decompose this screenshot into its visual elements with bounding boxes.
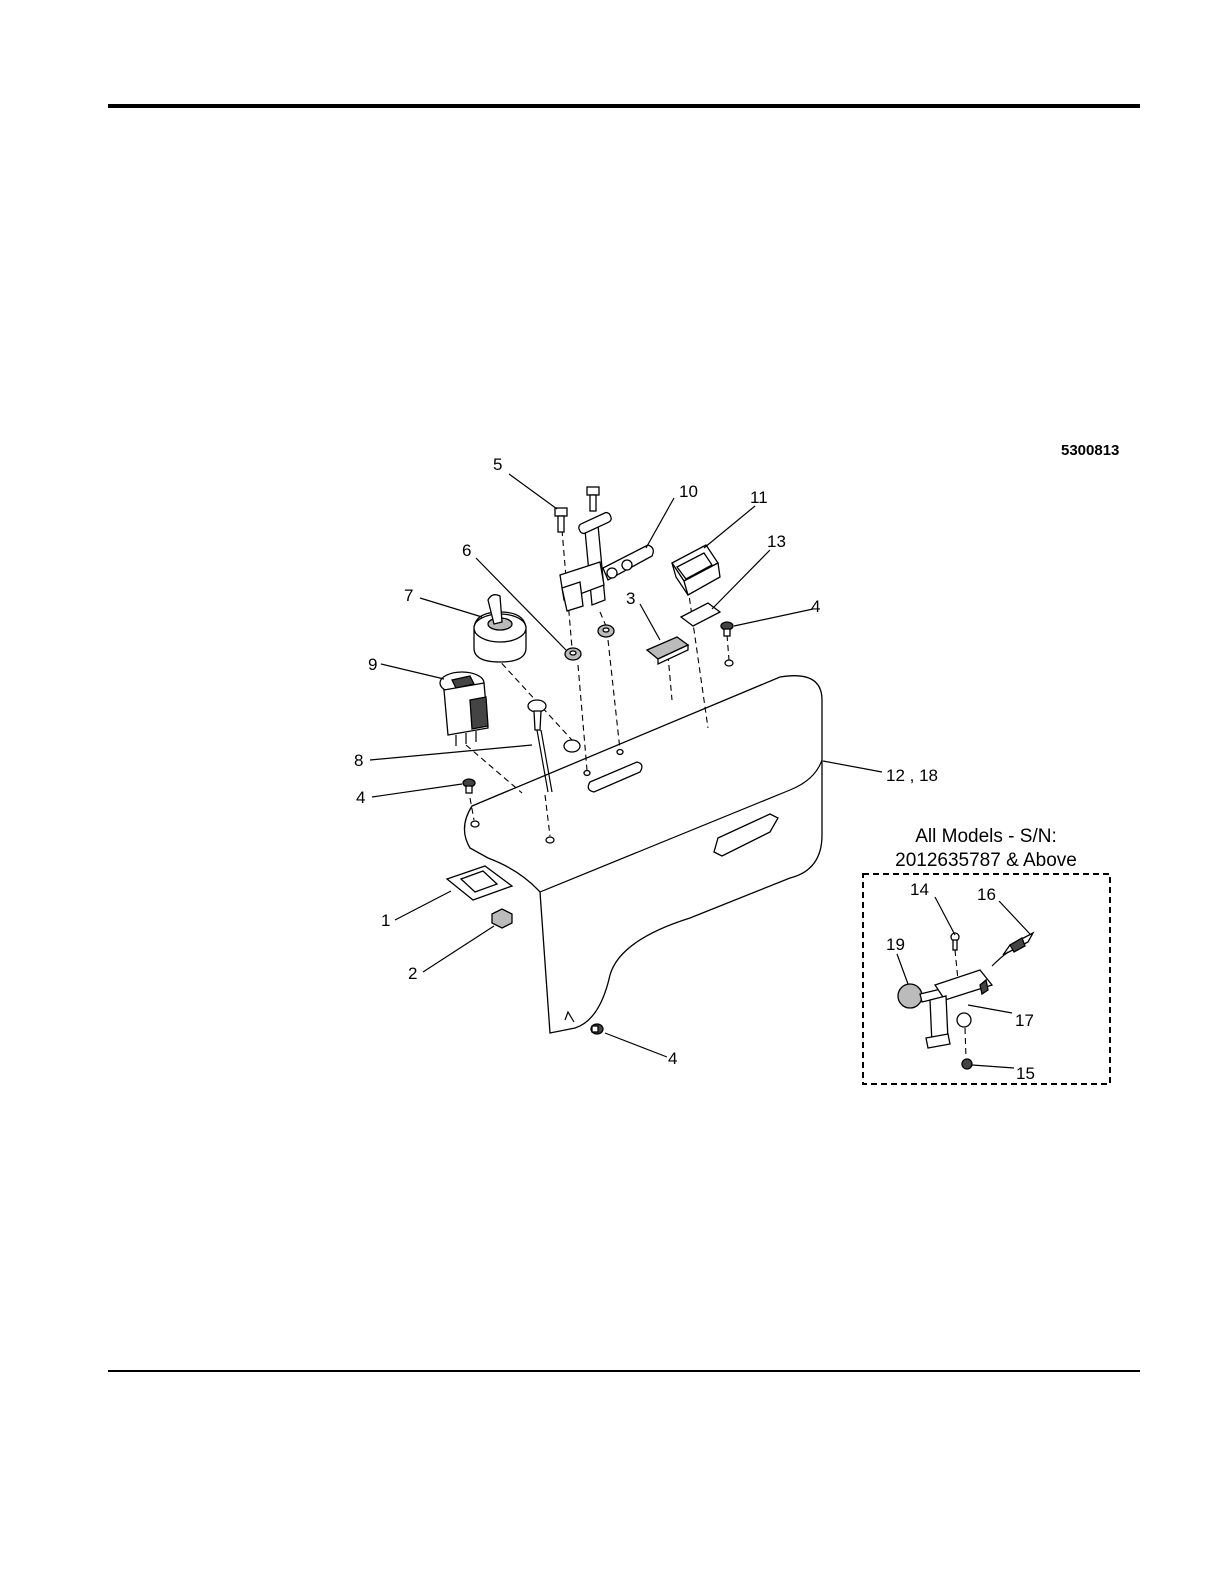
- nut-part-2: [492, 909, 512, 928]
- inset-panel: All Models - S/N: 2012635787 & Above 14: [863, 826, 1110, 1084]
- callout-15: 15: [1016, 1064, 1035, 1083]
- bezel-part-1: [447, 866, 512, 900]
- callout-8: 8: [354, 751, 363, 770]
- console-panel: [464, 660, 822, 1033]
- callout-6: 6: [462, 541, 471, 560]
- callout-13: 13: [767, 532, 786, 551]
- callout-16: 16: [977, 885, 996, 904]
- callout-9: 9: [368, 655, 377, 674]
- inset-throttle-assembly: [898, 933, 1033, 1069]
- ignition-switch-part-7: [474, 595, 526, 662]
- callout-17: 17: [1015, 1011, 1034, 1030]
- housing-part-11: [672, 545, 720, 595]
- callout-4-left: 4: [356, 788, 365, 807]
- callout-2: 2: [408, 964, 417, 983]
- inset-title-line-1: All Models - S/N:: [915, 826, 1056, 847]
- callout-1: 1: [381, 911, 390, 930]
- callout-3: 3: [626, 589, 635, 608]
- callout-4-top-right: 4: [811, 597, 820, 616]
- callout-11: 11: [750, 488, 768, 507]
- hole-key: [564, 740, 580, 752]
- callout-14: 14: [910, 880, 929, 899]
- figure-number: 5300813: [1061, 442, 1119, 459]
- throttle-lever-part-10: [560, 511, 653, 611]
- callout-7: 7: [404, 586, 413, 605]
- callout-12-18: 12 , 18: [886, 766, 938, 785]
- callout-5: 5: [493, 455, 502, 474]
- nut-part-6: [565, 625, 614, 660]
- inset-title-line-2: 2012635787 & Above: [895, 850, 1077, 871]
- pto-switch-part-9: [440, 672, 488, 746]
- callout-19: 19: [886, 935, 905, 954]
- callout-4-bottom: 4: [668, 1049, 677, 1068]
- callout-10: 10: [679, 482, 698, 501]
